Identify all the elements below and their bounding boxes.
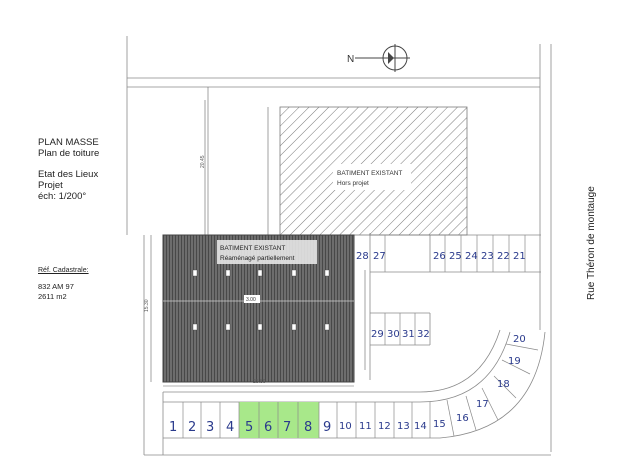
parking-number: 3: [206, 420, 214, 435]
parking-number: 24: [465, 251, 478, 262]
roof-windows: [192, 269, 330, 331]
parking-number: 14: [414, 421, 427, 432]
building-hors-projet: BATIMENT EXISTANT Hors projet: [279, 106, 468, 236]
building-reamenage-note: Réaménagé partiellement: [220, 255, 295, 262]
dim-horizontal: 25.50: [253, 379, 266, 385]
parking-number: 11: [359, 421, 372, 432]
parking-number: 16: [456, 413, 469, 424]
legend-scale: éch: 1/200°: [38, 191, 87, 202]
parking-number: 19: [508, 356, 521, 367]
parking-stalls: [182, 235, 539, 438]
cadastral-area: 2611 m2: [38, 292, 67, 301]
parking-number: 12: [378, 421, 391, 432]
legend-subtitle: Plan de toiture: [38, 148, 100, 159]
parking-number: 13: [397, 421, 410, 432]
parking-number: 18: [497, 379, 510, 390]
parking-number: 4: [226, 420, 234, 435]
parking-number: 15: [433, 419, 446, 430]
building-hors-projet-note: Hors projet: [337, 180, 369, 187]
parking-number: 22: [497, 251, 510, 262]
plan-legend: PLAN MASSE Plan de toiture Etat des Lieu…: [38, 137, 99, 302]
parking-number: 7: [283, 420, 291, 435]
dimension-lines: [150, 87, 366, 387]
parking-number: 23: [481, 251, 494, 262]
parking-number: 10: [339, 421, 352, 432]
street-name: Rue Théron de montauge: [586, 186, 597, 300]
dim-vertical-1: 20.45: [200, 155, 206, 168]
parking-number: 27: [373, 251, 386, 262]
parking-number: 26: [433, 251, 446, 262]
parking-number: 2: [188, 420, 196, 435]
dim-center: 3.00: [246, 297, 256, 303]
parking-number: 32: [417, 329, 430, 340]
parking-number: 6: [264, 420, 272, 435]
north-label: N: [347, 54, 354, 65]
parking-number: 21: [513, 251, 526, 262]
parking-number: 17: [476, 399, 489, 410]
parking-number: 30: [387, 329, 400, 340]
highlighted-parking: [239, 402, 319, 438]
building-reamenage: 3.00 BATIMENT EXISTANT Réaménagé partiel…: [162, 234, 355, 383]
property-lines: [126, 36, 552, 456]
cadastral-ref-label: Réf. Cadastrale:: [38, 267, 89, 274]
parking-number: 31: [402, 329, 415, 340]
legend-state: Etat des Lieux: [38, 169, 99, 180]
parking-numbers: 1 2 3 4 5 6 7 8 9 10 11 12 13 14 15 16 1…: [169, 251, 526, 435]
parking-number: 25: [449, 251, 462, 262]
dim-vertical-2: 15.30: [144, 299, 150, 312]
parking-number: 9: [323, 420, 331, 435]
legend-project: Projet: [38, 180, 63, 191]
building-reamenage-title: BATIMENT EXISTANT: [220, 245, 285, 252]
parking-number: 8: [304, 420, 312, 435]
parking-number: 29: [371, 329, 384, 340]
legend-title: PLAN MASSE: [38, 137, 99, 148]
parking-number: 5: [245, 420, 253, 435]
cadastral-parcel: 832 AM 97: [38, 282, 74, 291]
parking-number: 28: [356, 251, 369, 262]
building-hors-projet-title: BATIMENT EXISTANT: [337, 170, 402, 177]
north-compass: N: [347, 44, 410, 72]
parking-number: 20: [513, 334, 526, 345]
parking-number: 1: [169, 420, 177, 435]
driveway-curve: [163, 329, 546, 439]
